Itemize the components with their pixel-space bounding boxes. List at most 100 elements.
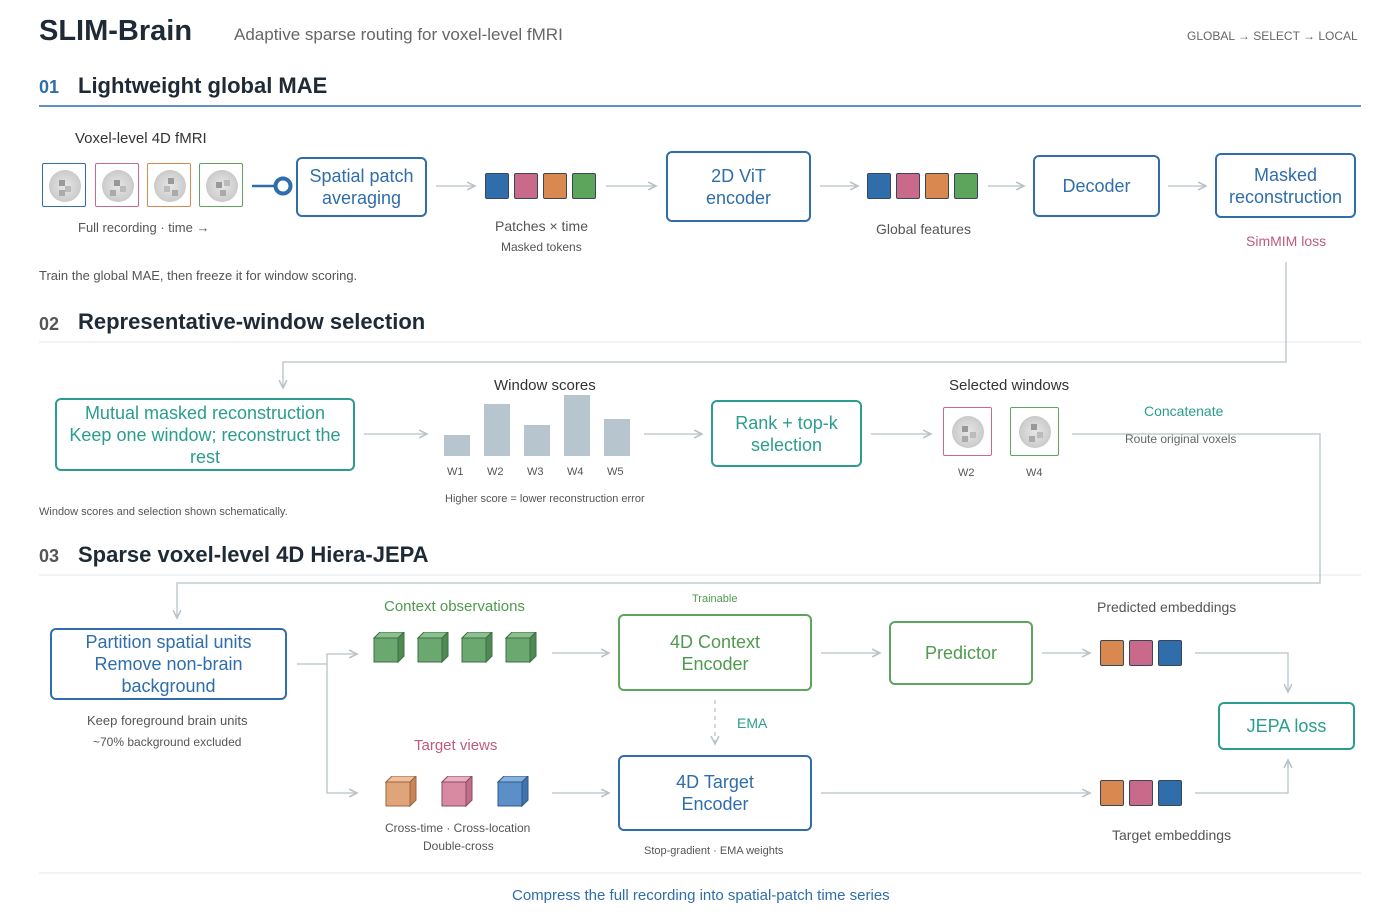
target-subcaption: Double-cross: [423, 839, 494, 853]
section-1-number: 01: [39, 77, 60, 97]
partition-line-1: Partition spatial units: [85, 632, 252, 652]
predicted-embeddings-title: Predicted embeddings: [1097, 599, 1237, 615]
predicted-token: [1100, 640, 1124, 666]
selected-label-w4: W4: [1026, 467, 1043, 479]
partition-subcaption: ~70% background excluded: [93, 735, 242, 749]
context-cube: [372, 632, 405, 664]
partition-line-2: Remove non-brain background: [94, 654, 243, 696]
target-cube-row: [384, 776, 529, 808]
target-encoder-caption: Stop-gradient · EMA weights: [644, 845, 784, 857]
input-caption: Full recording · time →: [78, 220, 210, 235]
patches-caption: Patches × time: [495, 218, 588, 234]
window-score-label: W1: [447, 466, 464, 478]
context-encoder-line-1: 4D Context: [669, 631, 761, 652]
fmri-volume-thumbnail: [42, 163, 86, 207]
target-encoder-line-2: Encoder: [681, 794, 749, 814]
mutual-reconstruction-box: Mutual masked reconstruction Keep one wi…: [55, 398, 355, 471]
target-embeddings-caption: Target embeddings: [1112, 827, 1232, 843]
target-cube: [440, 776, 473, 808]
window-score-label: W5: [607, 466, 624, 478]
rank-topk-box: Rank + top-k selection: [711, 400, 862, 467]
mutual-line-2: Keep one window; reconstruct the rest: [69, 424, 341, 467]
vit-encoder-box: 2D ViT encoder: [666, 151, 811, 222]
section-2-note: Window scores and selection shown schema…: [39, 506, 288, 518]
jepa-loss-box: JEPA loss: [1218, 702, 1355, 750]
section-1-note: Train the global MAE, then freeze it for…: [39, 268, 358, 283]
fmri-volume-thumbnail: [147, 163, 191, 207]
spatial-patch-line-1: Spatial patch: [309, 166, 414, 186]
predictor-box: Predictor: [889, 621, 1033, 685]
predicted-token: [1129, 640, 1153, 666]
concatenate-label: Concatenate: [1144, 403, 1224, 419]
window-score-label: W2: [487, 466, 504, 478]
partition-caption: Keep foreground brain units: [87, 713, 248, 728]
target-token: [1129, 780, 1153, 806]
global-features-caption: Global features: [876, 221, 971, 237]
patch-token: [485, 173, 509, 199]
context-encoder-line-2: Encoder: [681, 653, 749, 674]
page-title: SLIM-Brain: [39, 15, 193, 47]
window-scores-title: Window scores: [494, 377, 596, 394]
window-score-label: W4: [567, 466, 584, 478]
spatial-patch-line-2: averaging: [321, 188, 402, 208]
page-subtitle: Adaptive sparse routing for voxel-level …: [234, 25, 563, 44]
context-cube: [416, 632, 449, 664]
input-label: Voxel-level 4D fMRI: [75, 130, 207, 147]
trainable-label: Trainable: [692, 593, 738, 605]
target-cube: [384, 776, 417, 808]
pipeline-label: GLOBAL → SELECT → LOCAL: [1187, 29, 1358, 43]
patches-subcaption: Masked tokens: [501, 240, 582, 254]
patch-token: [514, 173, 538, 199]
feature-token: [925, 173, 949, 199]
section-3-title: Sparse voxel-level 4D Hiera-JEPA: [78, 542, 429, 567]
patch-token: [543, 173, 567, 199]
context-encoder-box: 4D Context Encoder: [618, 614, 812, 691]
context-observations-title: Context observations: [384, 598, 525, 615]
feature-token: [896, 173, 920, 199]
fmri-volume-thumbnail: [199, 163, 243, 207]
selected-window-thumbnail: [1010, 407, 1059, 456]
route-label: Route original voxels: [1125, 432, 1237, 446]
target-caption: Cross-time · Cross-location: [385, 821, 531, 835]
mutual-line-1: Mutual masked reconstruction: [84, 402, 326, 423]
fmri-volume-thumbnail: [95, 163, 139, 207]
decoder-label: Decoder: [1062, 176, 1131, 196]
context-cube: [460, 632, 493, 664]
target-views-title: Target views: [414, 737, 498, 754]
footer-caption: Compress the full recording into spatial…: [512, 887, 890, 904]
window-score-bar: [604, 419, 630, 456]
window-score-bar: [444, 435, 470, 456]
predictor-label: Predictor: [924, 643, 998, 663]
selected-window-thumbnail: [943, 407, 992, 456]
section-1-title: Lightweight global MAE: [78, 73, 328, 98]
scores-caption: Higher score = lower reconstruction erro…: [445, 493, 645, 505]
context-cube: [504, 632, 537, 664]
target-token: [1100, 780, 1124, 806]
vit-line-1: 2D ViT: [711, 165, 766, 186]
patch-token: [572, 173, 596, 199]
target-encoder-box: 4D Target Encoder: [618, 755, 812, 831]
window-score-bar: [524, 425, 550, 456]
decoder-box: Decoder: [1033, 155, 1160, 217]
window-score-bar: [484, 404, 510, 456]
predicted-token: [1158, 640, 1182, 666]
section-2-title: Representative-window selection: [78, 309, 426, 334]
target-encoder-line-1: 4D Target: [676, 772, 754, 792]
vit-line-2: encoder: [705, 187, 772, 208]
jepa-loss-label: JEPA loss: [1246, 716, 1327, 736]
rank-line-1: Rank + top-k: [735, 412, 838, 433]
masked-reconstruction-box: Masked reconstruction: [1215, 153, 1356, 218]
feature-token: [954, 173, 978, 199]
section-2-number: 02: [39, 314, 60, 334]
target-token: [1158, 780, 1182, 806]
partition-box: Partition spatial units Remove non-brain…: [50, 628, 287, 700]
ema-label: EMA: [737, 715, 768, 731]
feature-token: [867, 173, 891, 199]
section-3-number: 03: [39, 546, 60, 566]
rank-line-2: selection: [750, 434, 823, 455]
window-score-label: W3: [527, 466, 544, 478]
spatial-patch-box: Spatial patch averaging: [296, 157, 427, 217]
selected-label-w2: W2: [958, 467, 975, 479]
target-cube: [496, 776, 529, 808]
